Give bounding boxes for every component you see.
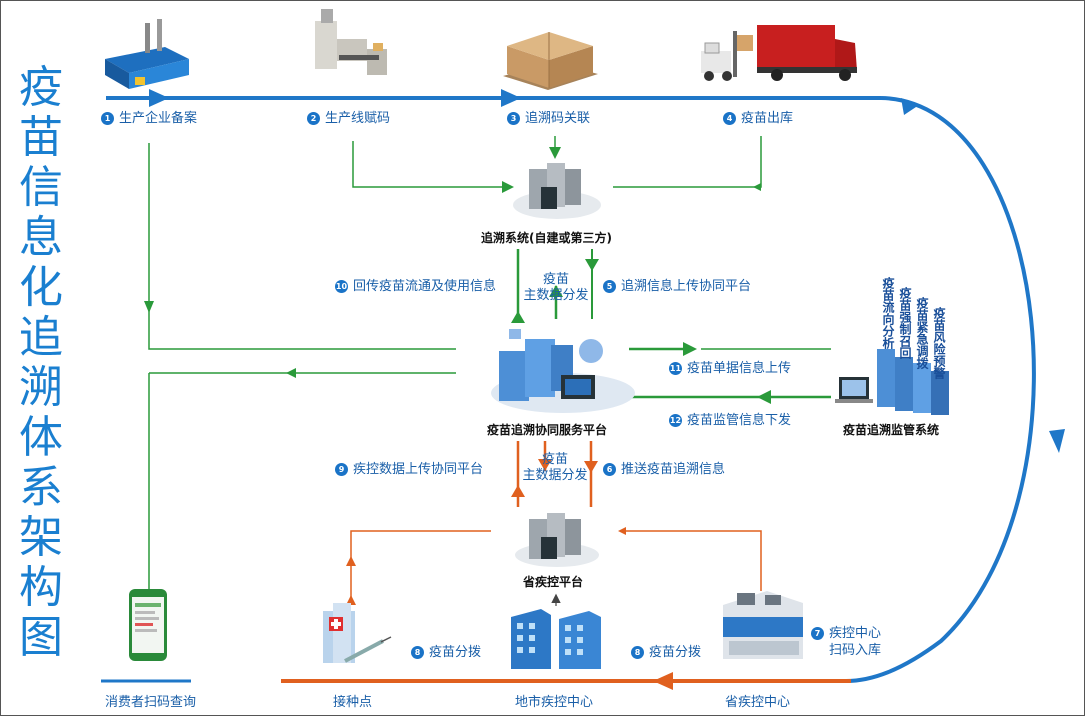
trace-server-icon <box>513 163 601 219</box>
provincial-cdc-label: 省疾控中心 <box>725 695 791 710</box>
consumer-label: 消费者扫码查询 <box>105 695 197 710</box>
feature-forced-recall: 疫苗强制召回 <box>898 287 912 359</box>
truck-icon <box>701 25 857 81</box>
city-cdc-label: 地市疾控中心 <box>515 695 594 710</box>
green-connectors <box>144 136 831 591</box>
platform-icon <box>491 329 635 413</box>
phone-icon <box>129 589 167 661</box>
bottom-flow-line <box>101 672 851 690</box>
factory-icon <box>105 19 189 89</box>
orange-connectors <box>346 441 762 605</box>
provincial-platform-label: 省疾控平台 <box>523 575 584 589</box>
feature-emergency-dispatch: 疫苗紧急调拨 <box>915 297 929 369</box>
city-cdc-icon <box>511 609 601 669</box>
production-line-icon <box>315 9 387 75</box>
boxes-icon <box>503 32 598 90</box>
provincial-cdc-icon <box>723 591 803 659</box>
service-platform-label: 疫苗追溯协同服务平台 <box>487 423 608 437</box>
master-data-lower: 疫苗主数据分发 <box>522 452 588 483</box>
top-flow-line <box>106 89 1065 683</box>
trace-system-label: 追溯系统(自建或第三方) <box>481 231 612 245</box>
feature-risk-warning: 疫苗风险预警 <box>932 307 946 379</box>
master-data-upper: 疫苗主数据分发 <box>523 272 589 303</box>
supervision-icon <box>835 349 949 415</box>
feature-flow-analysis: 疫苗流向分析 <box>881 277 895 349</box>
supervision-system-label: 疫苗追溯监管系统 <box>843 423 940 437</box>
vaccination-site-icon <box>323 603 392 663</box>
vaccination-site-label: 接种点 <box>333 695 373 710</box>
provincial-server-icon <box>515 513 599 567</box>
main-title: 疫苗信息化追溯体系架构图 <box>19 62 63 663</box>
